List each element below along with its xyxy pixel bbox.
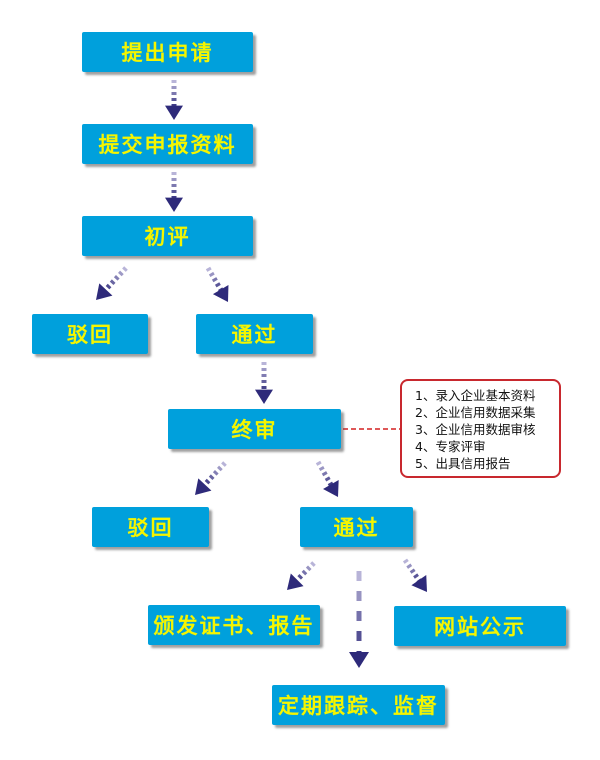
arrow-head <box>287 573 304 590</box>
arrow-head <box>195 478 212 495</box>
arrow-dash <box>324 476 331 482</box>
arrow-head <box>411 575 427 592</box>
arrow-dash <box>211 277 218 283</box>
arrow-dash <box>318 465 325 472</box>
note-item: 4、专家评审 <box>415 439 486 454</box>
arrow-dash <box>208 271 215 278</box>
node-initial-review: 初评 <box>82 216 253 256</box>
arrow-dash <box>297 573 304 580</box>
arrow-final-to-pass <box>315 460 339 497</box>
arrow-dash <box>113 275 120 281</box>
node-periodic-supervision: 定期跟踪、监督 <box>272 685 445 725</box>
arrow-dash <box>301 569 308 576</box>
note-item: 1、录入企业基本资料 <box>415 388 536 403</box>
arrow-dash <box>214 282 221 288</box>
arrow-dash <box>109 279 116 286</box>
arrow-final-to-reject <box>195 461 227 495</box>
node-issue-certificate: 颁发证书、报告 <box>148 605 320 645</box>
arrow-dash <box>122 266 128 272</box>
arrow-head <box>349 652 369 668</box>
note-item: 5、出具信用报告 <box>415 456 511 471</box>
arrow-head <box>212 285 229 302</box>
arrow-dash <box>208 474 215 481</box>
node-pass-2: 通过 <box>300 507 413 547</box>
arrow-dash <box>204 478 211 485</box>
arrow-pass-to-final <box>255 362 273 404</box>
arrow-dash <box>118 270 124 277</box>
note-item: 3、企业信用数据审核 <box>415 422 536 437</box>
node-apply: 提出申请 <box>82 32 253 72</box>
note-item: 2、企业信用数据采集 <box>415 405 536 420</box>
arrow-dash <box>310 561 316 567</box>
arrow-dash <box>221 461 227 467</box>
arrow-pass-to-supervision <box>349 571 369 668</box>
arrow-head <box>255 389 273 404</box>
arrow-initial-to-pass <box>205 266 229 302</box>
arrow-dash <box>315 460 322 466</box>
arrow-dash <box>105 283 112 290</box>
arrow-dash <box>413 573 419 579</box>
arrow-initial-to-reject <box>96 266 128 300</box>
arrow-head <box>96 283 113 300</box>
arrow-submit-to-initial <box>165 172 183 212</box>
arrow-head <box>323 480 339 497</box>
node-reject-2: 驳回 <box>92 507 209 547</box>
arrow-dash <box>321 471 328 477</box>
arrow-dash <box>305 565 312 572</box>
arrow-dash <box>406 563 413 569</box>
final-review-note: 1、录入企业基本资料 2、企业信用数据采集 3、企业信用数据审核 4、专家评审 … <box>400 379 561 478</box>
arrow-dash <box>212 470 219 476</box>
arrow-dash <box>217 465 223 472</box>
arrow-pass-to-publish <box>402 558 427 592</box>
node-final-review: 终审 <box>168 409 341 449</box>
node-submit-materials: 提交申报资料 <box>82 124 253 164</box>
arrow-apply-to-submit <box>165 80 183 120</box>
arrow-pass-to-certificate <box>287 561 316 590</box>
node-reject-1: 驳回 <box>32 314 148 354</box>
arrow-head <box>165 197 183 212</box>
node-publish-online: 网站公示 <box>394 606 566 646</box>
node-pass-1: 通过 <box>196 314 313 354</box>
arrow-dash <box>205 266 212 272</box>
arrow-dash <box>409 568 416 574</box>
arrow-dash <box>402 558 409 564</box>
arrow-head <box>165 105 183 120</box>
